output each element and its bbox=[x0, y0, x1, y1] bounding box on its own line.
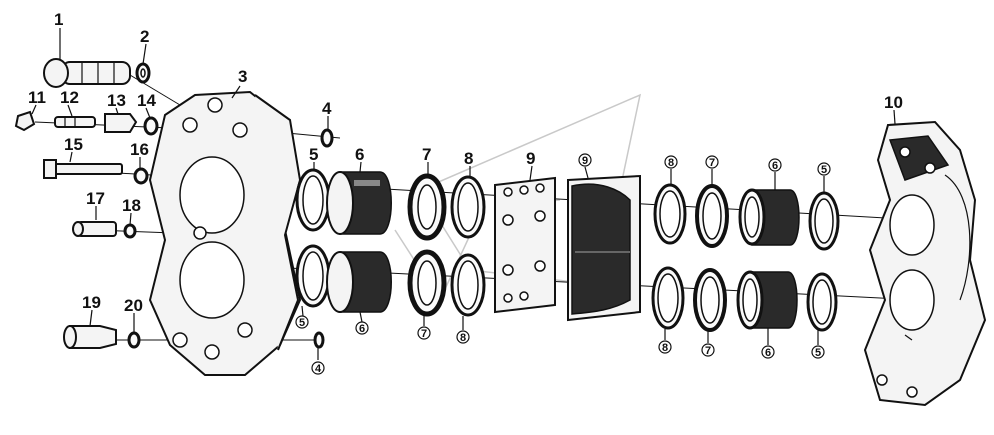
circled-label-8-left: 8 bbox=[456, 330, 470, 344]
part-8-ring-right-bottom bbox=[651, 266, 685, 330]
part-5-seal-bottom bbox=[295, 244, 331, 308]
part-14-washer bbox=[143, 116, 159, 136]
part-8-ring-top bbox=[450, 175, 486, 239]
part-1-bolt bbox=[43, 58, 131, 88]
circled-label-7-right-bottom: 7 bbox=[701, 343, 715, 357]
circled-label-6-right-bottom: 6 bbox=[761, 345, 775, 359]
circled-label-5-left: 5 bbox=[295, 315, 309, 329]
part-6-piston-bottom bbox=[326, 251, 392, 313]
part-13-fitting bbox=[104, 113, 138, 133]
callout-4: 4 bbox=[322, 99, 332, 118]
circled-label-7-left: 7 bbox=[417, 326, 431, 340]
part-7-seal-right-top bbox=[695, 184, 729, 248]
part-5-seal-right-bottom bbox=[806, 272, 838, 332]
svg-text:5: 5 bbox=[299, 317, 305, 329]
svg-text:6: 6 bbox=[359, 323, 365, 335]
svg-text:7: 7 bbox=[709, 157, 715, 169]
circled-label-5-right-bottom: 5 bbox=[811, 345, 825, 359]
callout-15: 15 bbox=[64, 135, 83, 154]
callout-12: 12 bbox=[60, 88, 79, 107]
part-16-washer bbox=[133, 167, 149, 185]
svg-text:8: 8 bbox=[460, 332, 466, 344]
svg-text:5: 5 bbox=[815, 347, 821, 359]
part-6-piston-right-bottom bbox=[736, 270, 798, 330]
svg-text:5: 5 bbox=[821, 164, 827, 176]
callout-13: 13 bbox=[107, 91, 126, 110]
part-5-seal-right-top bbox=[808, 191, 840, 251]
callout-14: 14 bbox=[137, 91, 156, 110]
leader-lines bbox=[31, 28, 913, 360]
callout-11: 11 bbox=[28, 88, 46, 107]
svg-text:6: 6 bbox=[765, 347, 771, 359]
part-4-oring-bottom bbox=[313, 331, 325, 349]
part-10-outer-caliper bbox=[863, 120, 987, 407]
circled-label-8-right-bottom: 8 bbox=[658, 340, 672, 354]
part-3-caliper-housing bbox=[148, 90, 302, 376]
callout-7: 7 bbox=[422, 145, 431, 164]
part-4-oring-top bbox=[320, 128, 334, 148]
svg-text:7: 7 bbox=[421, 328, 427, 340]
callout-labels: 1 2 3 4 5 6 7 8 9 10 11 12 13 14 15 16 1… bbox=[28, 10, 903, 315]
callout-9: 9 bbox=[526, 149, 535, 168]
part-8-ring-bottom bbox=[450, 253, 486, 317]
part-12-screw bbox=[54, 116, 96, 128]
part-19-bolt bbox=[63, 325, 117, 349]
part-15-bolt bbox=[43, 159, 123, 179]
svg-text:8: 8 bbox=[662, 342, 668, 354]
svg-text:7: 7 bbox=[705, 345, 711, 357]
circled-label-6-left: 6 bbox=[355, 321, 369, 335]
callout-6: 6 bbox=[355, 145, 364, 164]
circled-labels: 5 6 7 8 4 9 8 7 bbox=[295, 153, 831, 375]
part-2-washer bbox=[135, 62, 151, 84]
callout-2: 2 bbox=[140, 27, 149, 46]
circled-label-5-right-top: 5 bbox=[817, 162, 831, 176]
callout-3: 3 bbox=[238, 67, 247, 86]
part-7-dust-boot-top bbox=[407, 173, 447, 241]
svg-text:4: 4 bbox=[315, 363, 322, 375]
svg-text:6: 6 bbox=[772, 160, 778, 172]
part-8-ring-right-top bbox=[653, 183, 687, 245]
part-11-cap bbox=[14, 110, 36, 132]
callout-19: 19 bbox=[82, 293, 101, 312]
circled-label-6-right-top: 6 bbox=[768, 158, 782, 172]
part-7-dust-boot-bottom bbox=[407, 249, 447, 317]
callout-17: 17 bbox=[86, 189, 105, 208]
circled-label-8-right-top: 8 bbox=[664, 155, 678, 169]
part-18-washer bbox=[123, 223, 137, 239]
part-7-seal-right-bottom bbox=[693, 268, 727, 332]
circled-label-9: 9 bbox=[578, 153, 592, 167]
svg-text:9: 9 bbox=[582, 155, 588, 167]
callout-10: 10 bbox=[884, 93, 903, 112]
callout-16: 16 bbox=[130, 140, 149, 159]
callout-18: 18 bbox=[122, 196, 141, 215]
part-9-backing-plate bbox=[494, 176, 556, 314]
circled-label-4: 4 bbox=[311, 361, 325, 375]
callout-8: 8 bbox=[464, 149, 473, 168]
part-17-screw bbox=[72, 221, 117, 237]
part-6-piston-right-top bbox=[738, 188, 800, 246]
svg-text:8: 8 bbox=[668, 157, 674, 169]
callout-20: 20 bbox=[124, 296, 143, 315]
part-6-piston-top bbox=[326, 171, 392, 235]
circled-label-7-right-top: 7 bbox=[705, 155, 719, 169]
part-9-brake-pad bbox=[567, 174, 641, 322]
part-20-washer bbox=[127, 331, 141, 349]
callout-1: 1 bbox=[54, 10, 63, 29]
part-5-seal-top bbox=[295, 168, 331, 232]
callout-5: 5 bbox=[309, 145, 318, 164]
